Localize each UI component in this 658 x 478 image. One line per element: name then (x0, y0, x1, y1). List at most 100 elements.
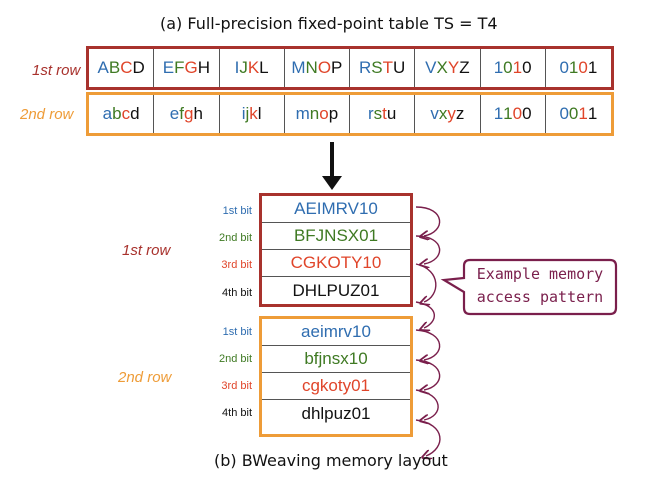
layout-bit-row: aeimrv10 (262, 319, 410, 346)
bit-label-3: 3rd bit (221, 259, 252, 271)
table-cell-char: B (108, 58, 121, 77)
table-cell-char: z (455, 104, 465, 123)
table-cell-char: v (430, 104, 439, 123)
table-cell-char: r (367, 104, 374, 123)
table-row1-label: 1st row (32, 62, 81, 79)
table-cell-char: x (438, 104, 448, 123)
table-cell-char: t (382, 104, 387, 123)
table-cell-char: 1 (568, 58, 579, 77)
layout-bit-row: cgkoty01 (262, 373, 410, 400)
table-cell-char: Y (447, 58, 460, 77)
layout-bit-row: BFJNSX01 (262, 223, 410, 250)
callout-line1: Example memory (476, 265, 604, 283)
table-cell-char: 0 (512, 104, 523, 123)
table-cell-char: b (112, 104, 122, 123)
table-cell-char: 1 (512, 58, 523, 77)
table-cell-char: h (193, 104, 203, 123)
table-cell-char: D (132, 58, 145, 77)
table-cell-char: 1 (503, 104, 513, 123)
table-cell-char: 0 (578, 58, 588, 77)
layout-bit-row: DHLPUZ01 (292, 280, 380, 300)
table-cell-char: l (257, 104, 262, 123)
table-cell-char: f (179, 104, 184, 123)
table-cell-char: L (259, 58, 269, 77)
table-cell-char: P (331, 58, 343, 77)
table-cell-char: g (184, 104, 194, 123)
table-cell-char: 0 (522, 58, 532, 77)
table-cell-char: 1 (587, 104, 598, 123)
table-cell-char: 1 (578, 104, 588, 123)
table-cell-char: 1 (493, 58, 504, 77)
table-cell-char: X (436, 58, 448, 77)
table-cell-char: 0 (559, 104, 569, 123)
table-cell-char: R (358, 58, 372, 77)
table-cell-char: U (392, 58, 406, 77)
table-cell-char: p (328, 104, 339, 123)
table-cell-char: 1 (493, 104, 504, 123)
bit-label-2: 2nd bit (218, 232, 252, 244)
table-cell-char: a (102, 104, 113, 123)
table-cell-char: c (121, 104, 131, 123)
layout-row1-box: AEIMRV10 BFJNSX01 CGKOTY10 DHLPUZ01 (259, 193, 413, 307)
callout-text: Example memory access pattern (466, 263, 614, 309)
table-cell-char: N (305, 58, 318, 77)
table-cell-char: E (162, 58, 175, 77)
table-cell-char: G (184, 58, 198, 77)
table-cell-char: J (239, 58, 248, 77)
table-cell-char: O (317, 58, 332, 77)
bit-label-1: 1st bit (222, 326, 252, 338)
bit-label-1: 1st bit (222, 205, 252, 217)
layout-row2-label: 2nd row (118, 369, 172, 386)
table-cell-char: M (291, 58, 306, 77)
table-cell-char: e (169, 104, 180, 123)
table-cell-char: y (447, 104, 456, 123)
down-arrow-head-icon (322, 176, 342, 190)
table-cell-char: d (130, 104, 140, 123)
table-cell-char: 0 (559, 58, 569, 77)
bit-label-4: 4th bit (222, 287, 252, 299)
layout-bit-row: dhlpuz01 (301, 403, 371, 423)
table-cell-char: Z (459, 58, 470, 77)
layout-bit-row: AEIMRV10 (262, 196, 410, 223)
bit-label-3: 3rd bit (221, 380, 252, 392)
table-row2-label: 2nd row (20, 106, 74, 123)
table-cell-char: k (249, 104, 258, 123)
callout-line2: access pattern (476, 288, 604, 306)
table-cell-char: 0 (568, 104, 579, 123)
table-cell-char: V (425, 58, 437, 77)
table-cell-char: C (120, 58, 133, 77)
title-bweaving-layout: (b) BWeaving memory layout (214, 451, 448, 470)
table-cell-char: A (97, 58, 109, 77)
table-cell-char: m (295, 104, 310, 123)
table-cell-char: S (371, 58, 383, 77)
table-cell-char: n (309, 104, 320, 123)
bit-label-4: 4th bit (222, 407, 252, 419)
layout-row1-label: 1st row (122, 242, 171, 259)
table-cell-char: o (319, 104, 329, 123)
table-cell-char: j (245, 104, 250, 123)
table-cell-char: T (382, 58, 393, 77)
table-cell-char: K (247, 58, 260, 77)
table-cell-char: s (373, 104, 383, 123)
layout-row2-box: aeimrv10 bfjnsx10 cgkoty01 dhlpuz01 (259, 316, 413, 437)
table-cell-char: F (174, 58, 185, 77)
